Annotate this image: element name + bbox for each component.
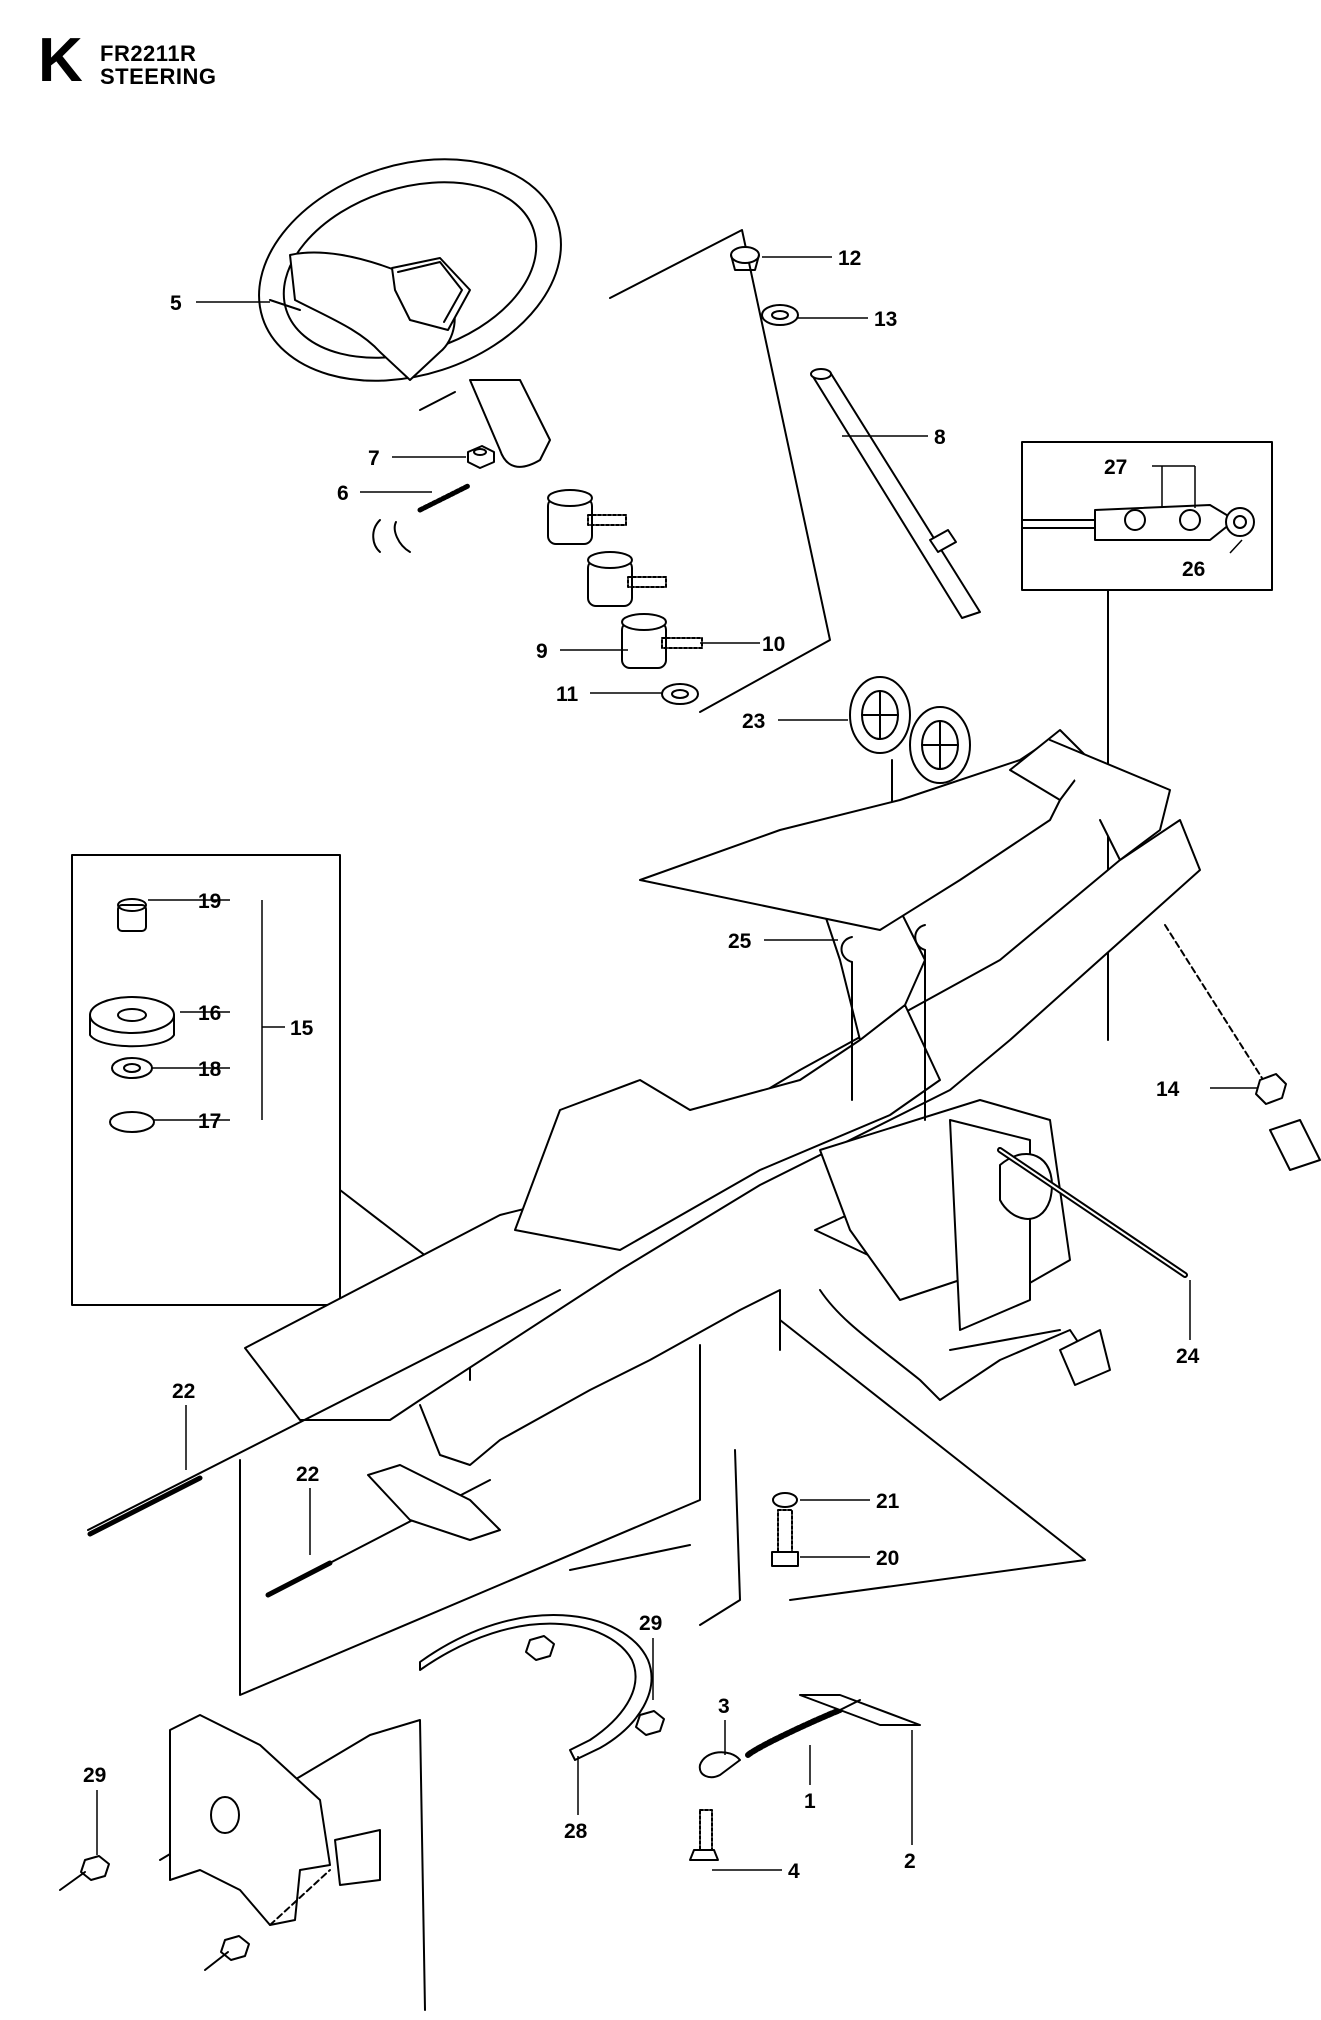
washer-11 xyxy=(661,683,699,705)
callout-19: 19 xyxy=(198,890,221,913)
callout-26: 26 xyxy=(1182,558,1205,581)
callout-29-lower: 29 xyxy=(83,1764,106,1787)
bushing-12 xyxy=(730,246,760,271)
callout-12: 12 xyxy=(838,247,861,270)
callout-29-upper: 29 xyxy=(639,1612,662,1635)
section-name: STEERING xyxy=(100,64,217,90)
callout-leader-lines xyxy=(96,256,1258,1871)
plate-2 xyxy=(799,1694,921,1726)
screw-6 xyxy=(417,483,471,513)
bolt-14 xyxy=(1164,924,1287,1105)
callout-9: 9 xyxy=(536,640,548,663)
callout-labels: 5 7 6 9 10 11 12 13 8 27 26 23 19 16 15 … xyxy=(83,247,1205,1883)
callout-15: 15 xyxy=(290,1017,314,1040)
callout-28: 28 xyxy=(564,1820,588,1843)
callout-8: 8 xyxy=(934,426,946,449)
bearing-13 xyxy=(761,304,799,326)
bolt-20 xyxy=(771,1509,799,1567)
callout-6: 6 xyxy=(337,482,349,505)
chain-detail xyxy=(1021,504,1255,541)
callout-17: 17 xyxy=(198,1110,221,1133)
steering-housing xyxy=(169,1714,381,1926)
callout-22-upper: 22 xyxy=(172,1380,195,1403)
section-title: FR2211R STEERING xyxy=(100,42,216,88)
callout-20: 20 xyxy=(876,1547,899,1570)
model-number: FR2211R xyxy=(100,41,197,66)
callout-23: 23 xyxy=(742,710,765,733)
chassis-frame xyxy=(244,729,1201,1466)
steering-wheel xyxy=(258,158,562,468)
callout-1: 1 xyxy=(804,1790,816,1813)
callout-22-lower: 22 xyxy=(296,1463,319,1486)
bolt-4 xyxy=(689,1809,719,1861)
callout-14: 14 xyxy=(1156,1078,1180,1101)
collar-stack-9 xyxy=(547,489,703,669)
callout-5: 5 xyxy=(170,292,182,315)
callout-18: 18 xyxy=(198,1058,222,1081)
pulley-pair-23 xyxy=(849,676,971,784)
strap-bracket-28 xyxy=(419,1614,653,1761)
callout-3: 3 xyxy=(718,1695,730,1718)
nut-7 xyxy=(467,445,495,469)
callout-2: 2 xyxy=(904,1850,916,1873)
spring-1 xyxy=(745,1707,843,1758)
steering-rack xyxy=(949,1119,1111,1386)
pulley-assembly-15 xyxy=(89,898,175,1133)
callout-16: 16 xyxy=(198,1002,221,1025)
rod-24 xyxy=(997,1147,1188,1278)
cable-22-upper xyxy=(87,1289,561,1537)
washer-21 xyxy=(772,1492,798,1508)
nut-29-lower xyxy=(80,1855,250,1961)
section-letter: K xyxy=(38,26,83,95)
callout-4: 4 xyxy=(788,1860,800,1883)
callout-7: 7 xyxy=(368,447,380,470)
callout-10: 10 xyxy=(762,633,785,656)
steering-shaft-8 xyxy=(810,368,981,619)
callout-27: 27 xyxy=(1104,456,1127,479)
callout-11: 11 xyxy=(556,683,579,706)
link-3 xyxy=(698,1751,741,1779)
callout-21: 21 xyxy=(876,1490,900,1513)
nut-29-upper xyxy=(525,1635,665,1736)
callout-13: 13 xyxy=(874,308,897,331)
callout-24: 24 xyxy=(1176,1345,1200,1368)
callout-25: 25 xyxy=(728,930,752,953)
